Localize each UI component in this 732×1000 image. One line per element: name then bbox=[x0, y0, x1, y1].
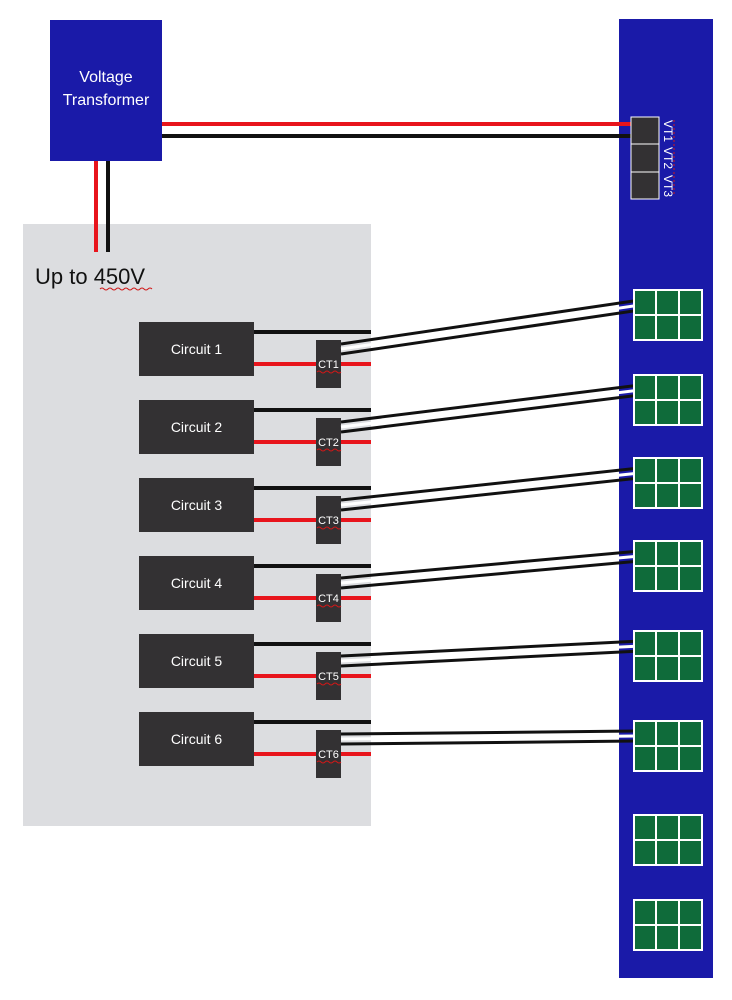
ct-spellcheck-underline bbox=[316, 526, 342, 530]
ct-lead-wire bbox=[340, 298, 641, 346]
ct-lead-wire bbox=[340, 308, 641, 356]
circuit-box bbox=[139, 478, 254, 532]
panel-voltage-label: Up to 450V bbox=[35, 264, 145, 289]
ct-spellcheck-underline bbox=[316, 682, 342, 686]
ct-spellcheck-underline bbox=[316, 370, 342, 374]
meter-input-block bbox=[633, 630, 703, 682]
current-transformer bbox=[316, 652, 341, 700]
meter-input-block bbox=[633, 720, 703, 772]
ct-lead-wire bbox=[340, 549, 641, 580]
transformer-label-line2: Transformer bbox=[63, 92, 150, 109]
circuit-label: Circuit 5 bbox=[171, 653, 223, 669]
circuit-1: Circuit 1 CT1 bbox=[139, 322, 371, 388]
ct-label: CT1 bbox=[318, 359, 339, 371]
circuit-box bbox=[139, 634, 254, 688]
circuit-box bbox=[139, 556, 254, 610]
circuit-label: Circuit 1 bbox=[171, 341, 223, 357]
transformer-label-line1: Voltage bbox=[79, 69, 132, 86]
current-transformer bbox=[316, 730, 341, 778]
meter-input-block bbox=[633, 457, 703, 509]
voltage-transformer bbox=[50, 20, 162, 161]
vt-terminal-2 bbox=[630, 143, 660, 173]
ct-spellcheck-underline bbox=[316, 604, 342, 608]
circuit-3: Circuit 3 CT3 bbox=[139, 478, 371, 544]
voltage-spellcheck-underline bbox=[99, 287, 153, 291]
current-transformer bbox=[316, 340, 341, 388]
circuit-box bbox=[139, 712, 254, 766]
ct-label: CT5 bbox=[318, 671, 339, 683]
circuit-label: Circuit 4 bbox=[171, 575, 223, 591]
ct-lead-wire bbox=[340, 559, 641, 590]
circuit-6: Circuit 6 CT6 bbox=[139, 712, 371, 778]
vt-terminal-3-label: VT3 bbox=[661, 175, 675, 197]
circuit-label: Circuit 2 bbox=[171, 419, 223, 435]
circuit-box bbox=[139, 322, 254, 376]
ct-lead-wire bbox=[340, 639, 641, 658]
current-transformer bbox=[316, 418, 341, 466]
vt-terminal-3 bbox=[630, 171, 660, 200]
vt-terminal-block: VT1 VT2 VT3 bbox=[630, 116, 675, 200]
ct-label: CT6 bbox=[318, 749, 339, 761]
vt-terminal-1 bbox=[630, 116, 660, 145]
vt-terminal-2-label: VT2 bbox=[661, 147, 675, 169]
ct-lead-gap bbox=[340, 471, 641, 507]
ct-lead-gap bbox=[340, 388, 641, 429]
ct-lead-wire bbox=[340, 466, 641, 502]
ct-wires-layer bbox=[340, 298, 641, 746]
meter-input-block bbox=[633, 540, 703, 592]
circuit-2: Circuit 2 CT2 bbox=[139, 400, 371, 466]
ct-label: CT2 bbox=[318, 437, 339, 449]
circuit-4: Circuit 4 CT4 bbox=[139, 556, 371, 622]
ct-lead-wire bbox=[340, 729, 641, 736]
ct-spellcheck-underline bbox=[316, 448, 342, 452]
ct-lead-wire bbox=[340, 393, 641, 434]
circuit-label: Circuit 6 bbox=[171, 731, 223, 747]
ct-lead-wire bbox=[340, 476, 641, 512]
ct-lead-gap bbox=[340, 303, 641, 351]
ct-lead-wire bbox=[340, 649, 641, 668]
ct-lead-gap bbox=[340, 734, 641, 741]
ct-label: CT4 bbox=[318, 593, 339, 605]
circuit-label: Circuit 3 bbox=[171, 497, 223, 513]
current-transformer bbox=[316, 574, 341, 622]
ct-spellcheck-underline bbox=[316, 760, 342, 764]
ct-lead-wire bbox=[340, 739, 641, 746]
ct-lead-gap bbox=[340, 644, 641, 663]
vt-terminal-1-label: VT1 bbox=[661, 120, 675, 142]
circuit-box bbox=[139, 400, 254, 454]
meter-input-block bbox=[633, 374, 703, 426]
circuit-5: Circuit 5 CT5 bbox=[139, 634, 371, 700]
current-transformer bbox=[316, 496, 341, 544]
meter-input-block bbox=[633, 814, 703, 866]
ct-lead-gap bbox=[340, 554, 641, 585]
meter-input-blocks bbox=[633, 289, 703, 951]
ct-lead-wire bbox=[340, 383, 641, 424]
meter-input-block bbox=[633, 289, 703, 341]
meter-input-block bbox=[633, 899, 703, 951]
ct-label: CT3 bbox=[318, 515, 339, 527]
